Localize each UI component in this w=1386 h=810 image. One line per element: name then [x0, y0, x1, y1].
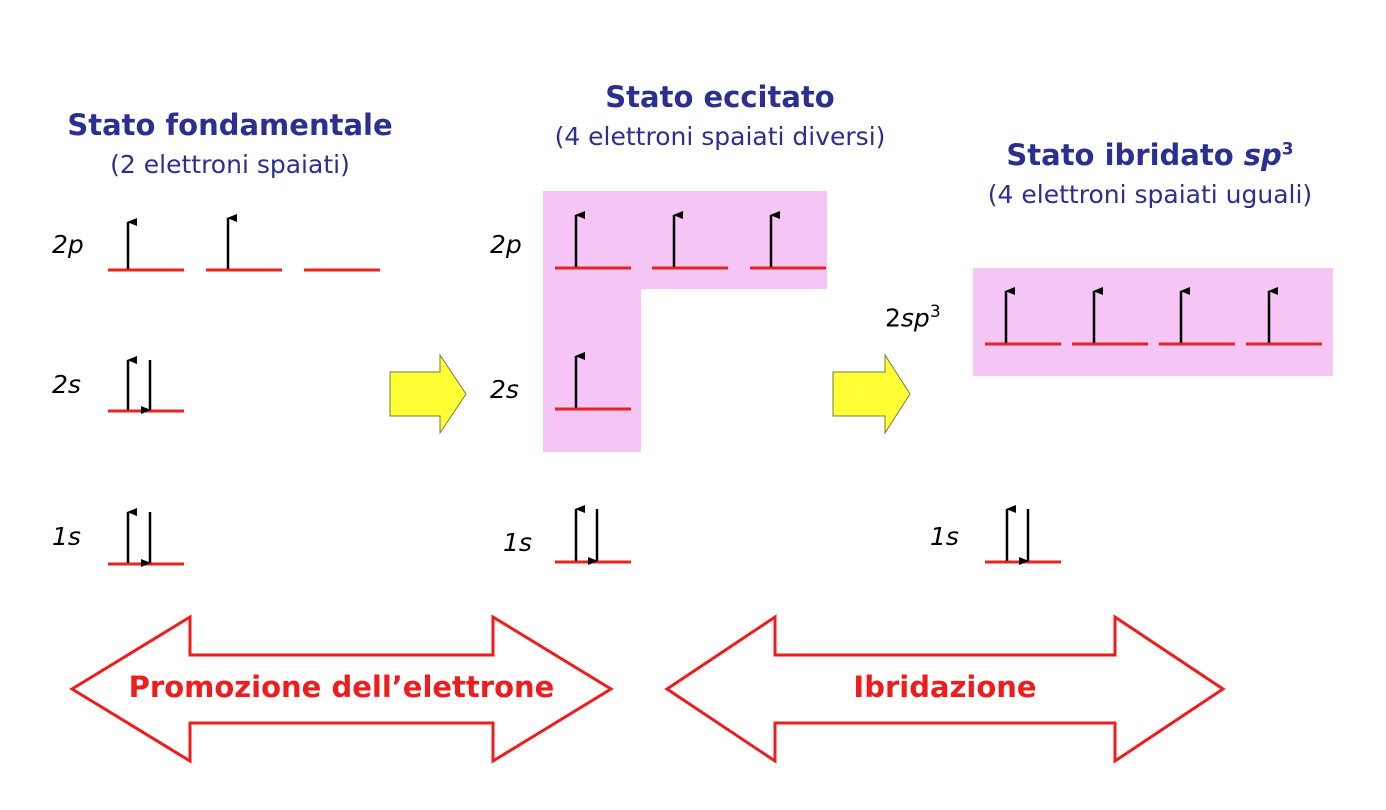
excited-2s-highlight [543, 289, 641, 452]
hybridization-label: Ibridazione [853, 670, 1037, 704]
hybrid-2sp3-label: 2sp3 [885, 302, 941, 332]
excited-state-title-text: Stato eccitato [605, 80, 835, 114]
promotion-double-arrow-icon [69, 614, 614, 764]
excited-2s-text: 2s [490, 375, 519, 404]
ground-1s-label: 1s [52, 522, 81, 551]
excited-2p-label: 2p [490, 230, 522, 259]
ground-1s-text: 1s [52, 522, 81, 551]
excited-2s-label: 2s [490, 375, 519, 404]
hybrid-2sp3-sp: sp [900, 303, 930, 333]
hybrid-title-sp: sp [1243, 138, 1282, 172]
hybrid-state-title-text: Stato ibridato sp3 [930, 138, 1370, 172]
excited-2p-highlight [543, 191, 827, 289]
excited-1s-text: 1s [503, 528, 532, 557]
hybrid-title-word: Stato ibridato [1006, 138, 1244, 172]
excited-1s-label: 1s [503, 528, 532, 557]
ground-2p-label: 2p [52, 230, 84, 259]
hybrid-1s-label: 1s [930, 522, 959, 551]
hybrid-2sp3-exp: 3 [929, 302, 941, 322]
hybrid-state-title: Stato ibridato sp3 (4 elettroni spaiati … [930, 138, 1370, 209]
hybridization-double-arrow-icon [664, 614, 1226, 764]
hybrid-1s-text: 1s [930, 522, 959, 551]
ground-state-subtitle: (2 elettroni spaiati) [110, 150, 350, 179]
electron-spins [126, 211, 1278, 567]
ground-state-title: Stato fondamentale (2 elettroni spaiati) [60, 108, 400, 179]
step-arrow-icon [832, 353, 911, 435]
hybrid-state-subtitle: (4 elettroni spaiati uguali) [987, 180, 1313, 209]
level-lines [108, 266, 1322, 566]
excited-state-title: Stato eccitato (4 elettroni spaiati dive… [500, 80, 940, 151]
step-arrow-icon [389, 353, 467, 435]
ground-state-title-text: Stato fondamentale [67, 108, 393, 142]
promotion-label: Promozione dell’elettrone [128, 670, 555, 704]
hybrid-2sp3-num: 2 [885, 303, 901, 333]
ground-2p-text: 2p [52, 230, 84, 259]
ground-2s-label: 2s [52, 370, 81, 399]
ground-2s-text: 2s [52, 370, 81, 399]
excited-state-subtitle: (4 elettroni spaiati diversi) [554, 122, 886, 151]
hybrid-sp3-highlight [973, 268, 1333, 376]
hybrid-title-exp: 3 [1281, 139, 1294, 160]
excited-2p-text: 2p [490, 230, 522, 259]
